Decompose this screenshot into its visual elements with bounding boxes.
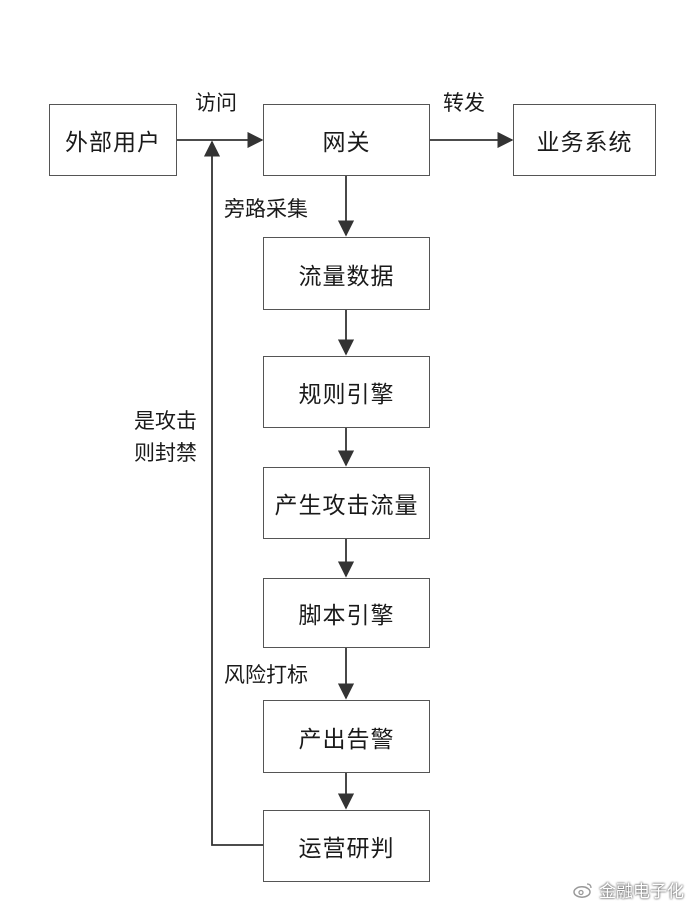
node-gateway: 网关 — [263, 104, 430, 176]
node-ops-review: 运营研判 — [263, 810, 430, 882]
label-forward: 转发 — [443, 91, 485, 115]
node-external-user: 外部用户 — [49, 104, 177, 176]
node-traffic-data: 流量数据 — [263, 237, 430, 310]
watermark-text: 金融电子化 — [599, 882, 684, 902]
node-business-system: 业务系统 — [513, 104, 656, 176]
label-block-line1: 是攻击 — [134, 409, 197, 433]
watermark: 金融电子化 — [573, 877, 684, 902]
label-block-line2: 则封禁 — [134, 441, 197, 465]
node-attack-traffic: 产生攻击流量 — [263, 467, 430, 539]
label-access: 访问 — [195, 91, 237, 115]
node-alert: 产出告警 — [263, 700, 430, 773]
weibo-icon — [573, 882, 593, 898]
node-script-engine: 脚本引擎 — [263, 578, 430, 648]
label-bypass-collect: 旁路采集 — [224, 197, 308, 221]
arrow-ops-feedback — [203, 140, 263, 846]
label-risk-tag: 风险打标 — [224, 663, 308, 687]
node-rule-engine: 规则引擎 — [263, 356, 430, 428]
